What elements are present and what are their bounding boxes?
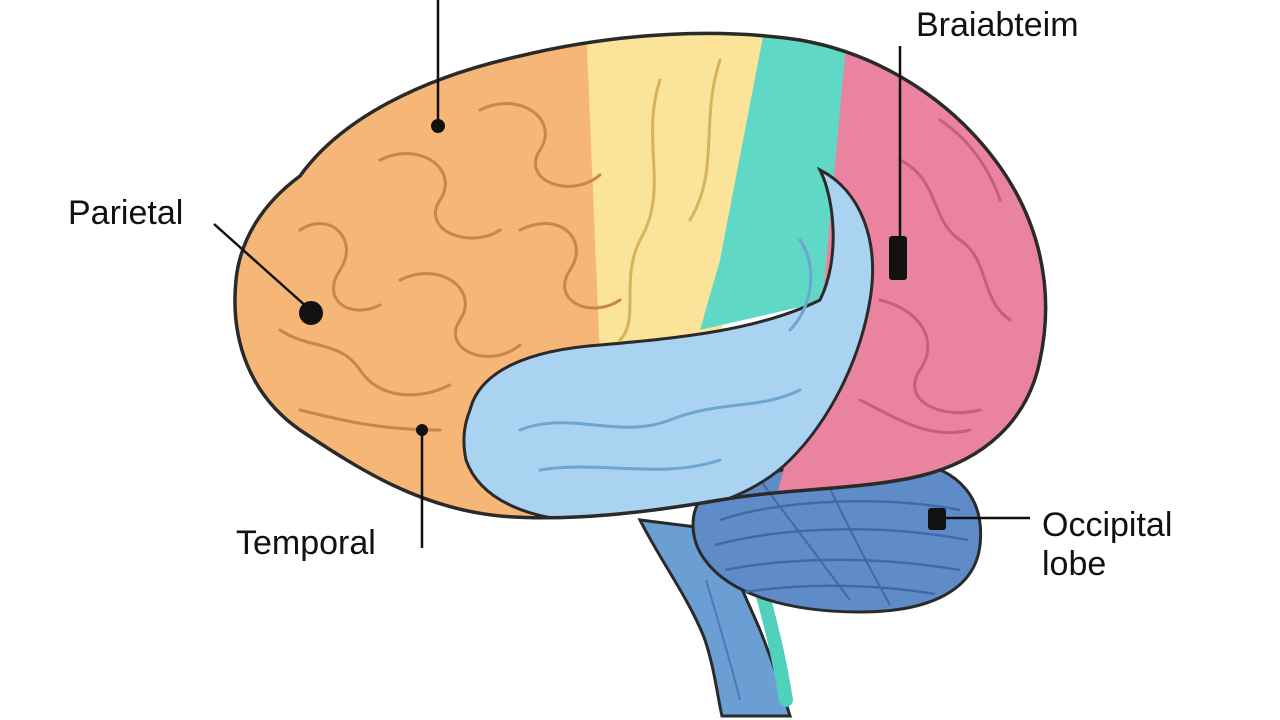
brainstem-marker	[889, 236, 907, 280]
temporal-marker-dot	[416, 424, 428, 436]
cerebrum-outline	[233, 31, 1048, 520]
top-marker-dot	[431, 119, 445, 133]
occipital-marker	[928, 508, 946, 530]
brainstem-label: Braiabteim	[916, 6, 1079, 44]
parietal-marker-dot	[299, 301, 323, 325]
leader-lines	[213, 0, 1030, 548]
cerebrum-lobes	[234, 33, 1046, 518]
parietal-label: Parietal	[68, 194, 184, 232]
occipital-lobe-label: Occipital lobe	[1042, 506, 1173, 584]
temporal-label: Temporal	[236, 524, 376, 562]
parietal-leader-line	[213, 223, 309, 309]
markers	[299, 119, 946, 530]
